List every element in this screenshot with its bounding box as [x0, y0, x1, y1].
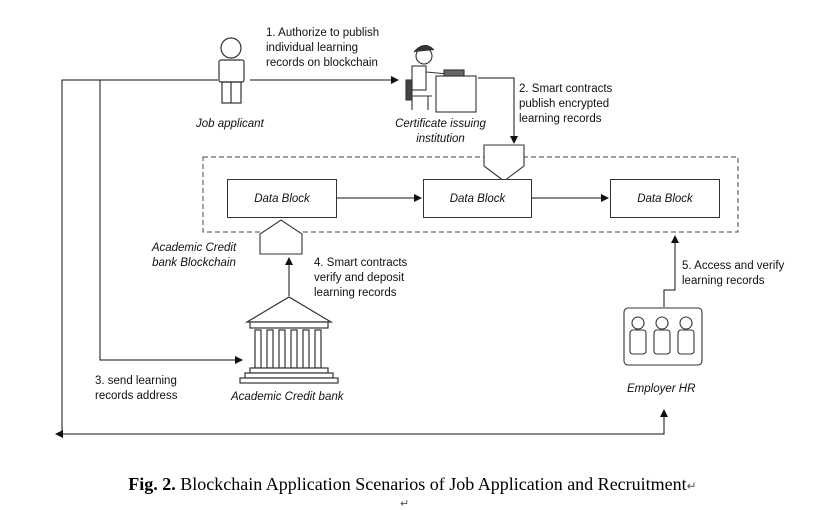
arrow-step2 — [478, 77, 518, 144]
institution-desk-icon — [405, 44, 477, 113]
bank-building-icon — [239, 296, 339, 384]
figure-caption: Fig. 2. Blockchain Application Scenarios… — [0, 474, 825, 495]
publish-connector-shape — [483, 144, 525, 182]
step1-label: 1. Authorize to publish individual learn… — [266, 27, 380, 69]
step5-label: 5. Access and verify learning records — [682, 260, 785, 287]
institution-label: Certificate issuing institution — [395, 118, 486, 145]
blockchain-label: Academic Credit bank Blockchain — [151, 242, 237, 269]
caption-prefix: Fig. 2. — [128, 474, 176, 494]
credit-bank-label: Academic Credit bank — [231, 391, 344, 403]
end-paragraph-mark: ↵ — [400, 498, 410, 510]
employer-group-icon — [623, 307, 703, 366]
paragraph-mark: ↵ — [686, 479, 697, 493]
data-block-1: Data Block — [227, 179, 337, 218]
job-applicant-label: Job applicant — [196, 118, 264, 130]
step4-label: 4. Smart contracts verify and deposit le… — [314, 257, 408, 299]
data-block-2: Data Block — [423, 179, 532, 218]
person-icon — [218, 37, 245, 104]
employer-label: Employer HR — [627, 383, 696, 395]
data-block-3: Data Block — [610, 179, 720, 218]
arrow-step5 — [663, 235, 679, 307]
step2-label: 2. Smart contracts publish encrypted lea… — [519, 83, 613, 125]
blockchain-container — [202, 156, 739, 233]
deposit-connector-shape — [259, 219, 303, 255]
step3-label: 3. send learning records address — [95, 375, 178, 402]
caption-text: Blockchain Application Scenarios of Job … — [175, 474, 687, 494]
